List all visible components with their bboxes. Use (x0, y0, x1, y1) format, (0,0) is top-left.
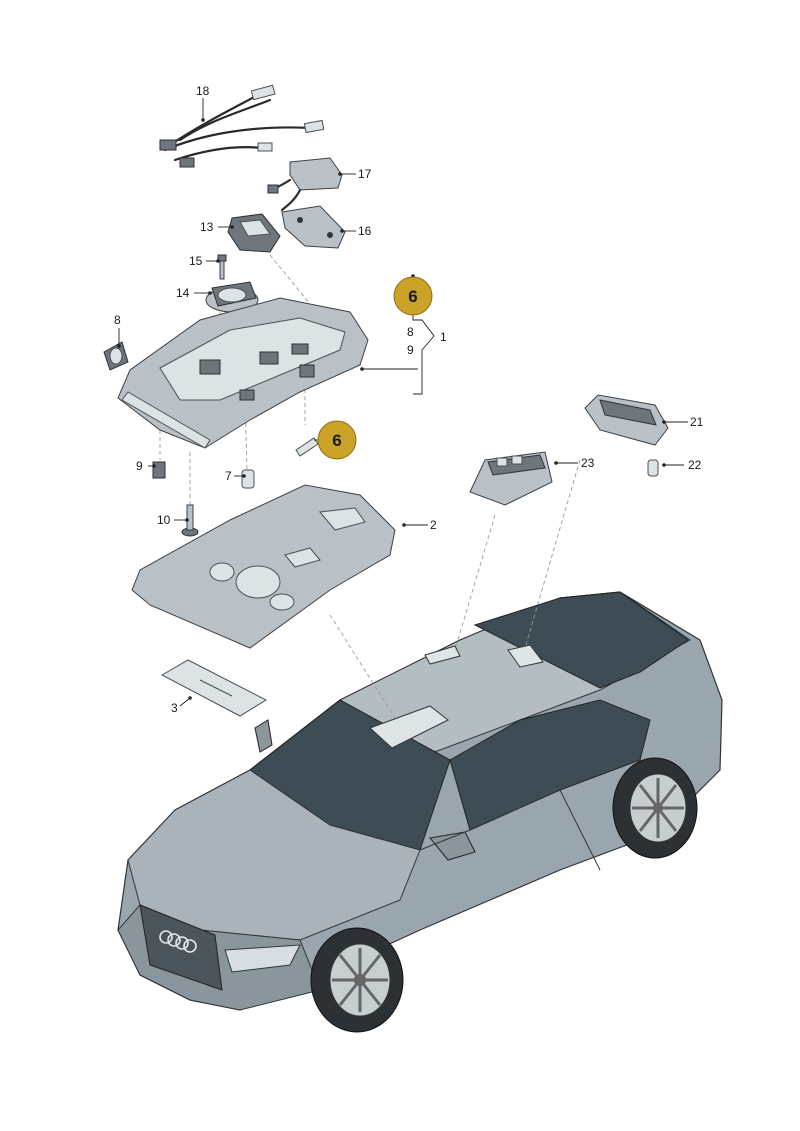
callout-16: 16 (340, 224, 372, 238)
roof-light-mid (424, 645, 461, 665)
part-13-switch-unit (227, 213, 281, 253)
callout-label-9-group: 9 (407, 343, 414, 357)
roof-light-rear (507, 644, 544, 668)
part-16-bracket (281, 205, 346, 249)
callout-label-23: 23 (581, 456, 595, 470)
callout-label-13: 13 (200, 220, 214, 234)
callout-13: 13 (200, 220, 234, 234)
callout-label-16: 16 (358, 224, 372, 238)
audi-logo (159, 930, 197, 953)
part-8-socket (103, 341, 129, 371)
callout-14: 14 (176, 286, 212, 300)
callout-label-9-left: 9 (136, 459, 143, 473)
part-6-bulb (295, 437, 319, 457)
callout-10: 10 (157, 513, 189, 527)
badge-label-6-middle: 6 (332, 431, 341, 450)
callout-label-1: 1 (440, 330, 447, 344)
part-2-trim-panel (131, 484, 396, 649)
car-grille (139, 904, 223, 991)
callout-label-8-left: 8 (114, 313, 121, 327)
callout-label-21: 21 (690, 415, 704, 429)
part-10-screw (181, 504, 199, 537)
callout-17: 17 (338, 167, 372, 181)
callout-label-3: 3 (171, 701, 178, 715)
part-7-bulb-holder (241, 469, 255, 489)
part-3-lens-plate (160, 659, 268, 717)
part-1-roof-console (117, 297, 369, 449)
part-9-clip (152, 461, 166, 479)
assembly-dashed-lines (159, 254, 581, 719)
callout-22: 22 (662, 458, 702, 472)
part-17-module (267, 157, 343, 212)
callout-23: 23 (554, 456, 595, 470)
car-rear-glass (473, 591, 689, 689)
callout-label-10: 10 (157, 513, 171, 527)
callout-label-17: 17 (358, 167, 372, 181)
callout-3: 3 (171, 696, 192, 715)
part-21-rear-light (584, 394, 669, 446)
part-15-screw (217, 254, 227, 280)
callout-label-22: 22 (688, 458, 702, 472)
car-headlight (224, 944, 301, 973)
callout-18: 18 (196, 84, 210, 122)
part-23-reading-light (469, 451, 553, 506)
badge-6-middle: 6 (314, 420, 357, 460)
badge-label-6-top: 6 (408, 287, 417, 306)
car-mirror (429, 831, 476, 861)
callout-7: 7 (225, 469, 246, 483)
part-22-bulb (647, 459, 659, 477)
car-door-line (419, 789, 601, 871)
callout-label-7: 7 (225, 469, 232, 483)
callout-1-group: 8 9 1 (360, 274, 447, 395)
part-18-wiring-harness (159, 84, 325, 168)
callout-label-14: 14 (176, 286, 190, 300)
callout-15: 15 (189, 254, 220, 268)
callout-label-2: 2 (430, 518, 437, 532)
callout-21: 21 (662, 415, 704, 429)
callout-2: 2 (402, 518, 437, 532)
car-roof-ornament (254, 719, 273, 753)
part-14-motor (205, 281, 259, 313)
car-illustration (117, 591, 723, 1033)
callout-label-15: 15 (189, 254, 203, 268)
callout-8-left: 8 (114, 313, 121, 348)
roof-light-front (369, 705, 449, 749)
callout-9-left: 9 (136, 459, 156, 473)
car-rear-wheel (612, 757, 698, 859)
badge-6-top: 6 (393, 276, 433, 316)
callout-label-8-group: 8 (407, 325, 414, 339)
car-front-wheel (310, 927, 404, 1033)
callout-label-18: 18 (196, 84, 210, 98)
